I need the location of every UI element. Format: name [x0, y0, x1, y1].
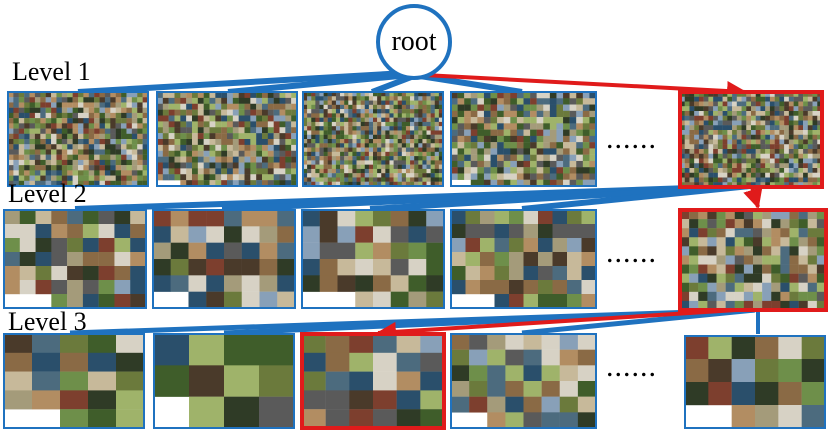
root-label: root — [391, 26, 436, 57]
level3-node-1-image-grid — [3, 333, 145, 429]
tree-nodes — [3, 90, 828, 430]
edge-l2-l3-3-highlight — [376, 307, 753, 342]
edge-root-l1-2 — [227, 72, 411, 95]
level3-node-3-image-grid — [300, 332, 446, 430]
level1-node-4-image-grid — [450, 91, 597, 187]
edge-root-l1-1 — [77, 70, 406, 95]
level-2-label: Level 2 — [8, 179, 87, 208]
edge-root-l1-5-highlight — [423, 73, 747, 102]
level-1-ellipsis: ...... — [606, 122, 657, 155]
edge-l2-l3-4 — [521, 307, 756, 336]
level-3-label: Level 3 — [8, 307, 87, 336]
level1-node-5-image-grid — [678, 90, 824, 189]
edge-root-l1-4 — [419, 73, 523, 95]
level3-node-5-image-grid — [684, 335, 826, 429]
level1-node-3-image-grid — [302, 91, 444, 187]
level2-node-3-image-grid — [301, 209, 445, 309]
edge-l1-l2-4 — [521, 183, 751, 212]
level-3-ellipsis: ...... — [606, 350, 657, 383]
level3-node-4-image-grid — [450, 333, 597, 429]
tree-edges — [69, 70, 763, 342]
level2-node-1-image-grid — [3, 209, 147, 309]
level1-node-1-image-grid — [7, 91, 149, 187]
level1-node-2-image-grid — [156, 91, 298, 187]
level-2-ellipsis: ...... — [606, 236, 657, 269]
level2-node-4-image-grid — [450, 209, 597, 309]
level2-node-2-image-grid — [152, 209, 296, 309]
level3-node-2-image-grid — [153, 333, 295, 429]
level2-node-5-image-grid — [678, 208, 828, 312]
level-1-label: Level 1 — [12, 57, 91, 86]
root-node: root — [376, 4, 452, 80]
edge-l1-l2-5-highlight — [743, 186, 763, 209]
